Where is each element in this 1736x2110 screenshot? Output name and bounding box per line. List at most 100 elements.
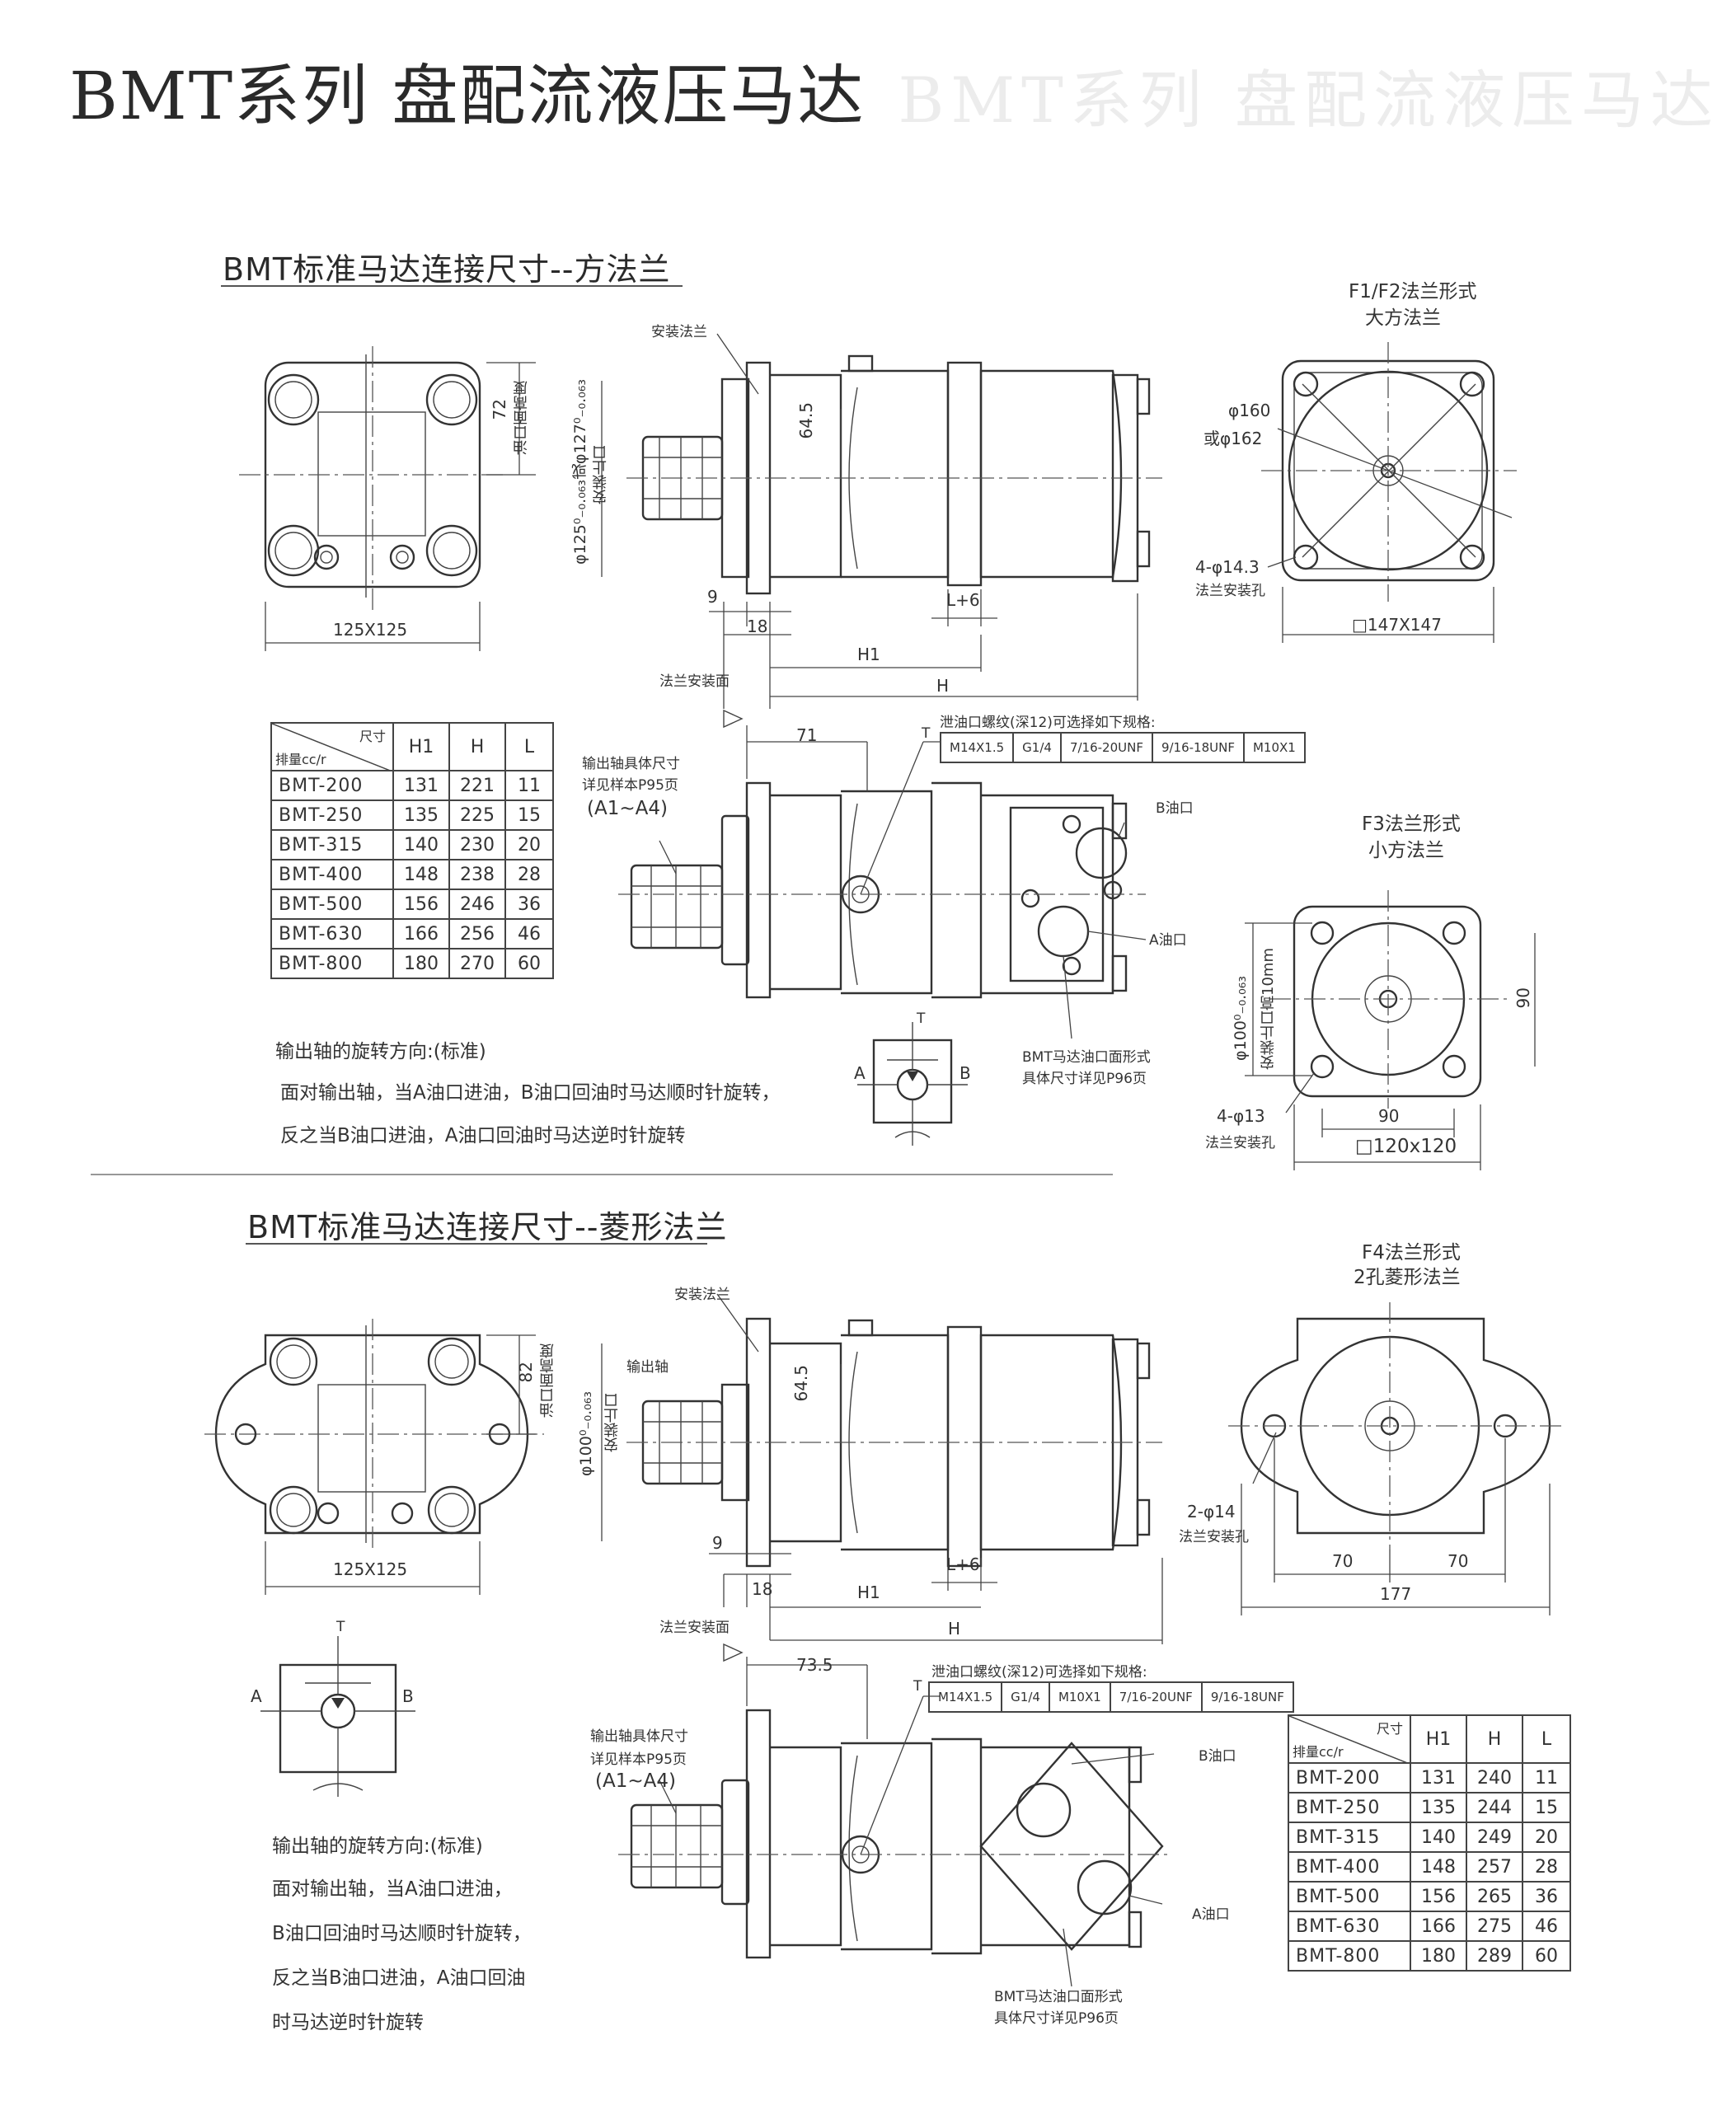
diamond-dim-l6: L+6 (946, 1554, 980, 1574)
diamond-rotation-3: B油口回油时马达顺时针旋转， (272, 1923, 532, 1944)
square-shaft-note-1: 输出轴具体尺寸 (582, 756, 680, 772)
h-cell: 221 (448, 770, 506, 801)
l-cell: 11 (1522, 1762, 1571, 1794)
square-dim-l6: L+6 (946, 590, 980, 610)
l-cell: 20 (1522, 1822, 1571, 1853)
l-cell: 28 (504, 859, 554, 890)
h-cell: 240 (1466, 1762, 1523, 1794)
f4-dim-70b: 70 (1447, 1551, 1469, 1571)
diamond-symbol-b: B (402, 1686, 414, 1706)
square-dim-h: H (936, 676, 950, 696)
diamond-symbol-t: T (336, 1619, 345, 1635)
drain-spec: 7/16-20UNF (1059, 732, 1153, 763)
h-cell: 256 (448, 918, 506, 950)
l-cell: 28 (1522, 1851, 1571, 1883)
square-port-b: B油口 (1156, 800, 1194, 817)
diamond-pilot-label: 安装止口 (603, 1393, 621, 1452)
diamond-dim-9: 9 (712, 1533, 723, 1553)
square-symbol-b: B (959, 1063, 971, 1083)
f3-pilot: φ100⁰₋₀.₀₆₃ (1232, 976, 1250, 1061)
square-side-view (601, 333, 1162, 709)
f3-size: □120x120 (1355, 1136, 1457, 1157)
h-cell: 246 (448, 889, 506, 920)
square-col-h: H (448, 722, 506, 771)
diamond-flange-face-label: 法兰安装面 (659, 1620, 730, 1636)
h1-cell: 166 (392, 918, 450, 950)
diamond-port-a: A油口 (1192, 1906, 1230, 1923)
square-pilot-dia: φ125⁰₋₀.₀₆₃或φ127⁰₋₀.₀₆₃ (571, 379, 589, 565)
diamond-rotation-2: 面对输出轴，当A油口进油， (272, 1878, 513, 1900)
square-front-width: 125X125 (333, 620, 408, 640)
h-cell: 289 (1466, 1940, 1523, 1972)
f1f2-dia-162: 或φ162 (1203, 429, 1263, 448)
model-cell: BMT-315 (270, 829, 394, 860)
model-cell: BMT-400 (270, 859, 394, 890)
square-hydraulic-symbol (857, 1022, 968, 1146)
h1-cell: 180 (392, 948, 450, 979)
diamond-col-h: H (1466, 1714, 1523, 1764)
diamond-front-height: 82 (516, 1362, 536, 1383)
model-cell: BMT-250 (1288, 1792, 1411, 1823)
square-section-underline (221, 285, 683, 287)
square-table-corner-top: 尺寸 (359, 729, 386, 744)
l-cell: 46 (1522, 1911, 1571, 1942)
square-symbol-a: A (854, 1063, 866, 1083)
square-dim-71: 71 (796, 725, 818, 745)
square-pilot-label: 安装止口 (592, 445, 609, 504)
f3-flange-view (1245, 890, 1536, 1170)
h-cell: 270 (448, 948, 506, 979)
diamond-dim-h1: H1 (857, 1582, 880, 1602)
drain-spec: M10X1 (1048, 1681, 1111, 1713)
h-cell: 244 (1466, 1792, 1523, 1823)
f3-holes-label: 法兰安装孔 (1205, 1135, 1275, 1151)
diamond-table-corner-top: 尺寸 (1376, 1721, 1403, 1737)
diamond-t-mark: T (913, 1678, 922, 1695)
h-cell: 249 (1466, 1822, 1523, 1853)
h1-cell: 148 (392, 859, 450, 890)
square-dim-h1: H1 (857, 645, 880, 664)
f4-dim-70a: 70 (1332, 1551, 1354, 1571)
diamond-rotation-1: 输出轴的旋转方向:(标准) (272, 1836, 483, 1857)
h1-cell: 131 (392, 770, 450, 801)
diamond-dim-h: H (948, 1619, 961, 1639)
square-port-note-1: BMT马达油口面形式 (1022, 1049, 1151, 1066)
diamond-symbol-a: A (251, 1686, 262, 1706)
diamond-shaft-note-1: 输出轴具体尺寸 (590, 1728, 688, 1745)
l-cell: 15 (504, 799, 554, 831)
l-cell: 60 (1522, 1940, 1571, 1972)
model-cell: BMT-315 (1288, 1822, 1411, 1853)
l-cell: 36 (1522, 1881, 1571, 1912)
diamond-front-width: 125X125 (333, 1559, 408, 1579)
square-oil-height-label: 油口面高度 (513, 381, 530, 455)
model-cell: BMT-630 (1288, 1911, 1411, 1942)
square-front-view (239, 346, 536, 651)
diamond-rotation-5: 时马达逆时针旋转 (272, 2012, 424, 2033)
square-rotation-3: 反之当B油口进油，A油口回油时马达逆时针旋转 (280, 1125, 686, 1146)
model-cell: BMT-800 (1288, 1940, 1411, 1972)
diamond-port-view (618, 1643, 1171, 1987)
model-cell: BMT-500 (1288, 1881, 1411, 1912)
square-mount-flange-label: 安装法兰 (651, 324, 707, 340)
f3-title-2: 小方法兰 (1368, 840, 1444, 861)
diamond-shaft-label: 输出轴 (626, 1359, 669, 1376)
square-rotation-2: 面对输出轴，当A油口进油，B油口回油时马达顺时针旋转， (280, 1082, 781, 1104)
h1-cell: 148 (1410, 1851, 1467, 1883)
f3-dim-90-h: 90 (1378, 1106, 1400, 1126)
f1f2-title-1: F1/F2法兰形式 (1349, 281, 1477, 302)
square-port-view (618, 709, 1147, 1039)
l-cell: 20 (504, 829, 554, 860)
h1-cell: 140 (1410, 1822, 1467, 1853)
h1-cell: 166 (1410, 1911, 1467, 1942)
square-dim-64-5: 64.5 (796, 402, 816, 439)
